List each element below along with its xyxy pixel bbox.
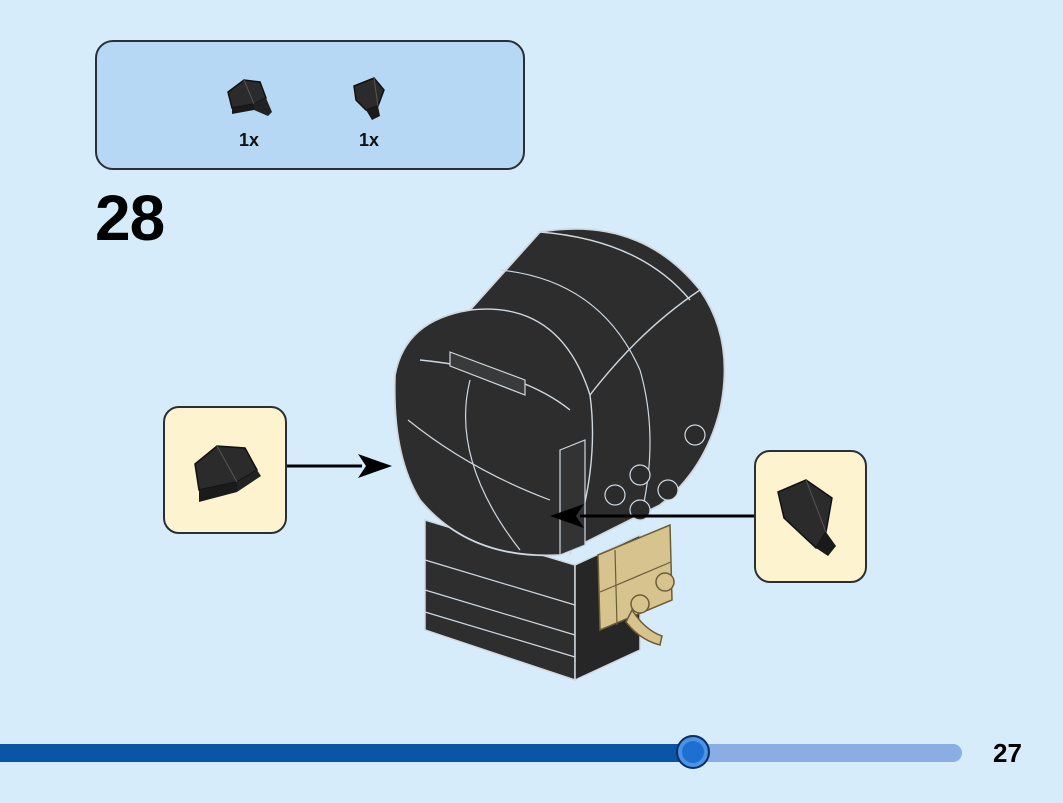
progress-knob [676, 735, 710, 769]
callout-part-right [754, 450, 867, 583]
callout-part-left [163, 406, 287, 534]
wedge-plate-right-icon [777, 479, 836, 556]
progress-fill [0, 744, 693, 762]
step-number: 28 [95, 182, 165, 254]
part-item-2: 1x [329, 68, 409, 150]
part-quantity: 1x [358, 130, 380, 150]
parts-list-box: 1x 1x [95, 40, 525, 170]
wedge-plate-right-icon [353, 77, 385, 120]
part-item-1: 1x [209, 68, 289, 150]
wedge-plate-left-icon [227, 79, 272, 116]
wedge-plate-left-icon [194, 445, 261, 502]
page-number: 27 [993, 738, 1022, 768]
part-quantity: 1x [238, 130, 260, 150]
progress-bar [0, 735, 962, 769]
